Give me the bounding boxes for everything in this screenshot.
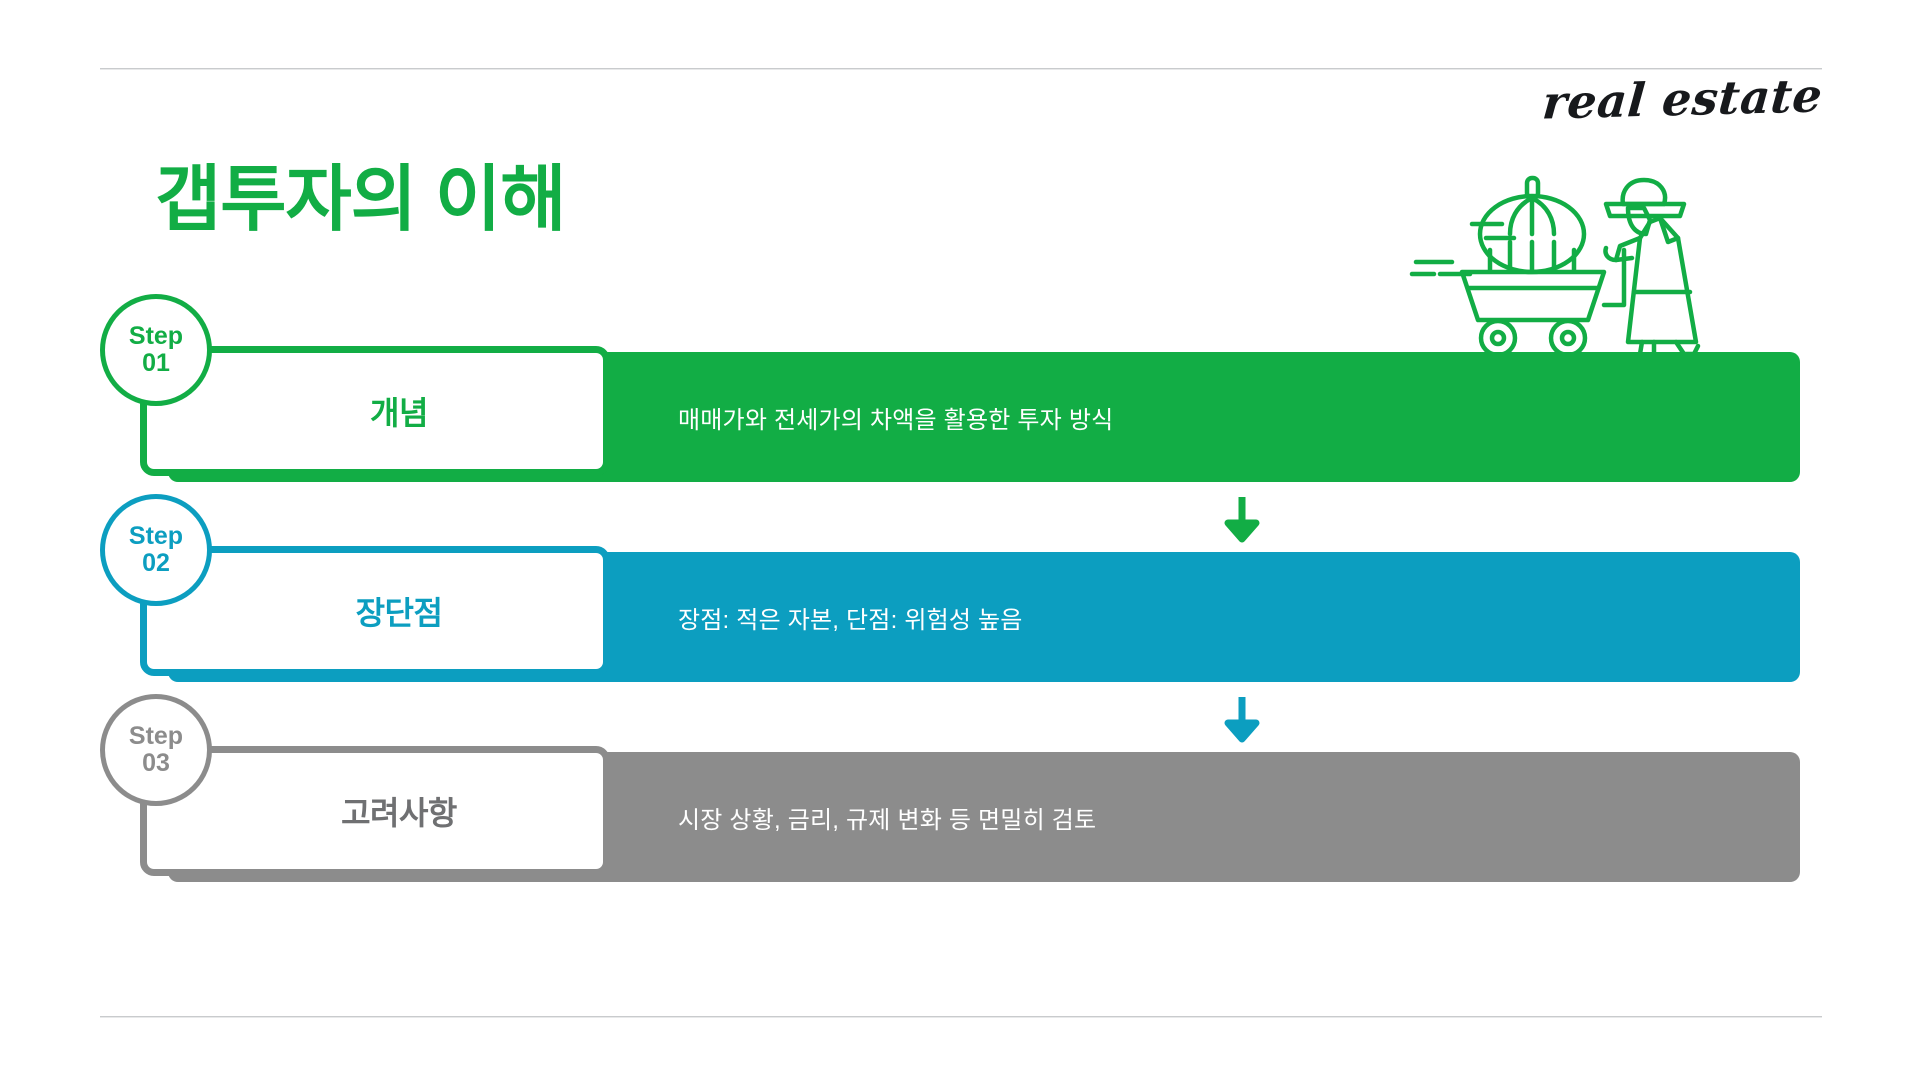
step-label-card-03[interactable]: 고려사항 bbox=[140, 746, 610, 876]
step-label-card-01[interactable]: 개념 bbox=[140, 346, 610, 476]
step-number-02: 02 bbox=[142, 548, 170, 577]
step-word-03: Step bbox=[128, 721, 184, 750]
step-badge-03[interactable]: Step 03 bbox=[100, 694, 212, 806]
step-label-03: 고려사항 bbox=[341, 795, 457, 831]
step-word-01: Step bbox=[128, 321, 184, 350]
step-row-01[interactable]: 매매가와 전세가의 차액을 활용한 투자 방식 개념 Step 01 bbox=[100, 294, 1800, 482]
bottom-divider-rule bbox=[100, 1016, 1822, 1018]
step-label-02: 장단점 bbox=[355, 595, 443, 631]
step-number-01: 01 bbox=[142, 348, 170, 377]
top-divider-rule bbox=[100, 68, 1822, 70]
step-label-card-02[interactable]: 장단점 bbox=[140, 546, 610, 676]
step-description-01: 매매가와 전세가의 차액을 활용한 투자 방식 bbox=[678, 406, 1114, 434]
down-arrow-icon-2 bbox=[1222, 695, 1262, 747]
down-arrow-icon-1 bbox=[1222, 495, 1262, 547]
step-row-03[interactable]: 시장 상황, 금리, 규제 변화 등 면밀히 검토 고려사항 Step 03 bbox=[100, 694, 1800, 882]
farmer-pushing-cart-with-pumpkin-illustration bbox=[1392, 142, 1772, 362]
step-badge-01[interactable]: Step 01 bbox=[100, 294, 212, 406]
step-description-03: 시장 상황, 금리, 규제 변화 등 면밀히 검토 bbox=[678, 806, 1097, 834]
step-number-03: 03 bbox=[142, 748, 170, 777]
step-badge-02[interactable]: Step 02 bbox=[100, 494, 212, 606]
step-description-02: 장점: 적은 자본, 단점: 위험성 높음 bbox=[678, 606, 1023, 634]
step-word-02: Step bbox=[128, 521, 184, 550]
page-title: 갭투자의 이해 bbox=[155, 160, 566, 240]
step-label-01: 개념 bbox=[370, 395, 428, 431]
step-row-02[interactable]: 장점: 적은 자본, 단점: 위험성 높음 장단점 Step 02 bbox=[100, 494, 1800, 682]
